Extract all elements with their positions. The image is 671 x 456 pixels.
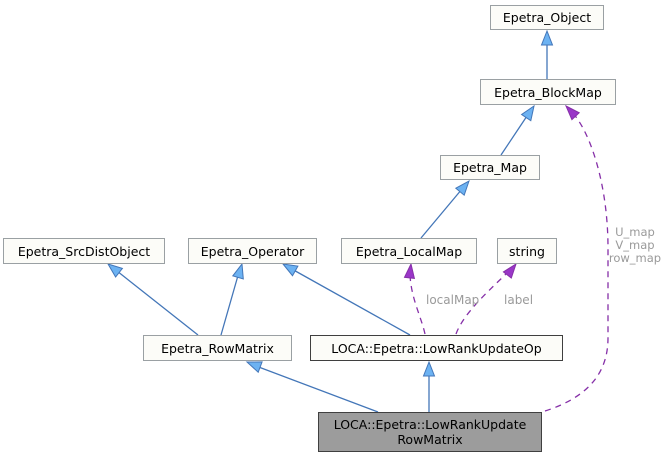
edge-label-v-map: V_map — [615, 238, 655, 252]
edge-label-maps: U_map V_map row_map — [602, 226, 668, 265]
edge-lowrankupdateop-to-operator — [289, 267, 411, 336]
node-epetra-map[interactable]: Epetra_Map — [440, 155, 540, 180]
arrowhead-operator-right — [281, 263, 299, 277]
edge-map-to-blockmap — [500, 115, 528, 156]
node-epetra-rowmatrix[interactable]: Epetra_RowMatrix — [143, 335, 292, 361]
node-label: Epetra_Map — [453, 160, 527, 175]
arrowhead-srcdistobject — [106, 263, 124, 278]
edge-label-label: label — [504, 293, 534, 307]
inheritance-edges — [116, 40, 548, 413]
node-epetra-srcdistobject[interactable]: Epetra_SrcDistObject — [3, 238, 165, 264]
node-epetra-operator[interactable]: Epetra_Operator — [188, 238, 317, 264]
node-label: LOCA::Epetra::LowRankUpdateOp — [331, 340, 542, 356]
arrowhead-map — [454, 179, 470, 197]
edge-lowrankupdateop-to-localmap — [409, 271, 426, 335]
inheritance-arrowheads — [106, 29, 554, 377]
edge-rowmatrix-to-srcdistobject — [116, 270, 199, 336]
node-label: string — [509, 243, 545, 259]
arrowhead-blockmap-blue — [520, 104, 535, 122]
node-label: Epetra_BlockMap — [494, 84, 602, 100]
arrowhead-localmap — [403, 262, 416, 279]
edge-label-u-map: U_map — [615, 225, 655, 239]
usage-edges — [409, 111, 609, 412]
edge-rowmatrix-to-operator — [220, 271, 240, 336]
node-epetra-blockmap[interactable]: Epetra_BlockMap — [480, 79, 616, 105]
edge-label-localmap: localMap — [426, 293, 480, 307]
node-label: Epetra_Operator — [200, 243, 305, 259]
node-label-line2: RowMatrix — [397, 432, 463, 447]
usage-arrowheads — [403, 104, 581, 279]
arrowhead-object — [540, 29, 554, 46]
node-label: Epetra_Object — [502, 10, 592, 25]
node-string[interactable]: string — [497, 238, 557, 264]
edge-main-to-rowmatrix — [255, 365, 379, 413]
node-lowrankupdaterowmatrix[interactable]: LOCA::Epetra::LowRankUpdate RowMatrix — [318, 412, 542, 452]
arrowhead-operator-left — [231, 262, 244, 280]
node-label-line1: LOCA::Epetra::LowRankUpdate — [333, 417, 527, 432]
node-label: Epetra_LocalMap — [355, 243, 463, 259]
arrowhead-rowmatrix — [245, 361, 263, 374]
edge-localmap-to-map — [420, 188, 463, 239]
edge-label-row-map: row_map — [608, 251, 662, 265]
node-epetra-localmap[interactable]: Epetra_LocalMap — [341, 238, 477, 264]
node-lowrankupdateop[interactable]: LOCA::Epetra::LowRankUpdateOp — [310, 335, 563, 361]
node-label: Epetra_SrcDistObject — [17, 243, 151, 259]
node-epetra-object[interactable]: Epetra_Object — [490, 5, 604, 30]
arrowhead-blockmap-purple — [564, 104, 581, 121]
node-label: Epetra_RowMatrix — [161, 340, 274, 356]
arrowhead-lowrankupdateop — [422, 360, 436, 377]
arrowhead-string — [502, 262, 517, 279]
